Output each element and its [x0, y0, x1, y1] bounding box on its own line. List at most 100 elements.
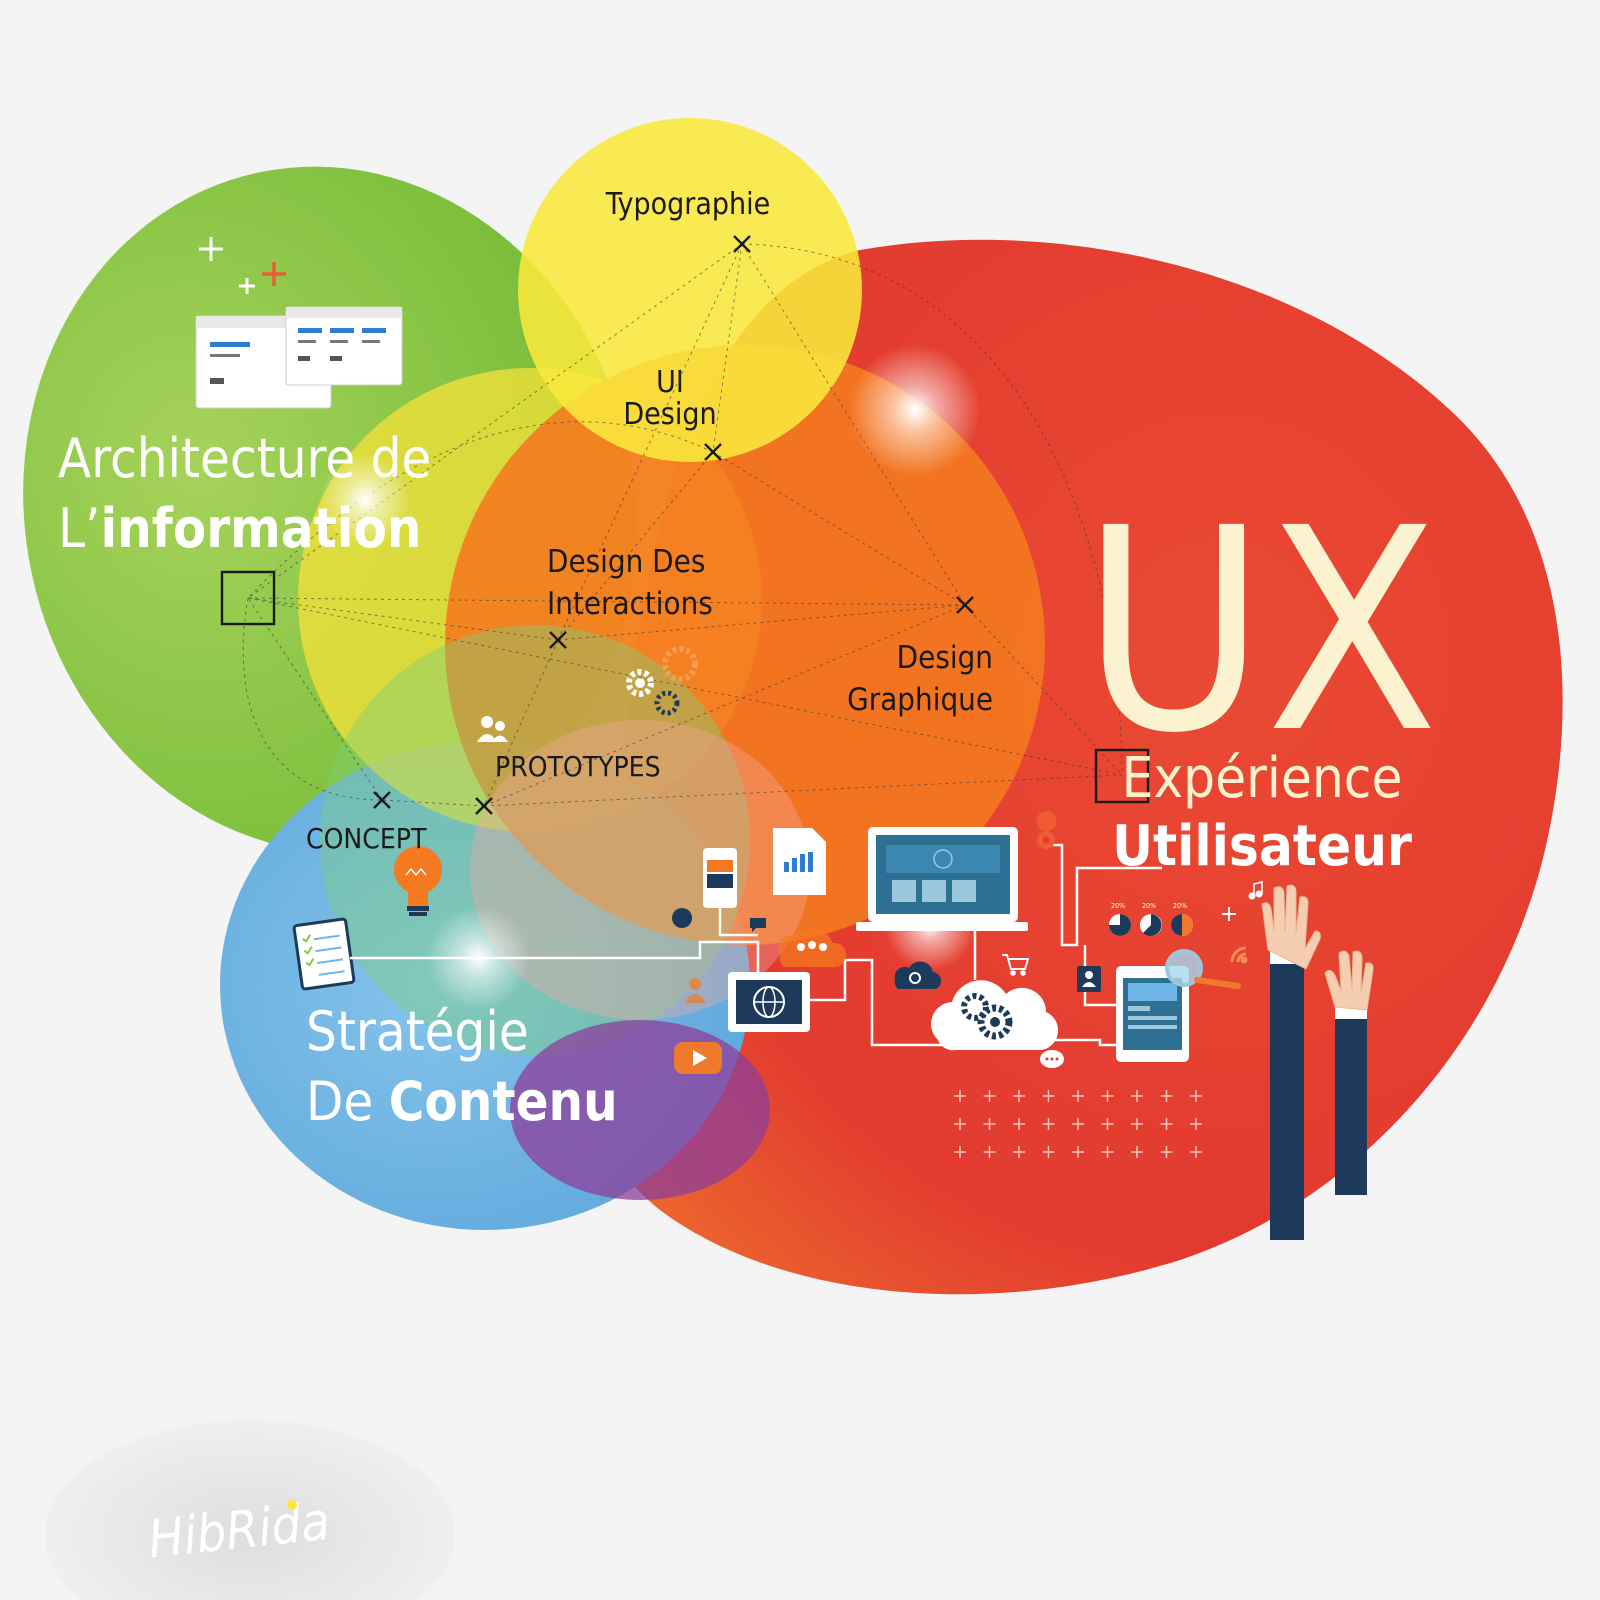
- ia-title-line2: L’information: [58, 497, 421, 560]
- label-interactions-line2: Interactions: [547, 586, 713, 622]
- plus-mark: [1042, 1118, 1055, 1130]
- ui-node-marker: [704, 443, 722, 461]
- label-typographie: Typographie: [605, 187, 771, 222]
- plus-mark: [1013, 1118, 1025, 1130]
- plus-mark: [1042, 1090, 1055, 1102]
- device-connection-lines: [350, 843, 1162, 1047]
- document-chart-icon: [773, 828, 826, 895]
- plus-pattern: [954, 1090, 1202, 1158]
- play-button-icon: [674, 1042, 722, 1074]
- pie-chart-icon: [1109, 914, 1131, 936]
- gear-icon: [654, 690, 680, 716]
- ia-square-node: [220, 570, 276, 626]
- gear-icon: [662, 646, 698, 682]
- shopping-cart-icon: [1002, 954, 1030, 976]
- logo-dot: [287, 1500, 297, 1510]
- plus-mark: [1190, 1118, 1202, 1130]
- pie-chart-label: 20%: [1111, 902, 1125, 910]
- plus-mark: [1160, 1090, 1173, 1102]
- concept-node-marker: [373, 791, 391, 809]
- plus-mark: [954, 1146, 966, 1158]
- plus-mark: [954, 1118, 966, 1130]
- raised-hands-icon: [1261, 884, 1374, 1240]
- cloud-gear-icon: [894, 961, 941, 989]
- plus-mark: [1101, 1090, 1114, 1102]
- plus-mark: [1042, 1146, 1055, 1158]
- pie-chart-label: 20%: [1173, 902, 1187, 910]
- label-ui-line1: UI: [656, 365, 684, 400]
- light-flare: [319, 454, 411, 546]
- plus-mark: [1101, 1146, 1114, 1158]
- ux-subtitle-line1: Expérience: [1122, 746, 1403, 811]
- tablet-icon: [1116, 966, 1189, 1062]
- label-concept: CONCEPT: [306, 822, 427, 855]
- plus-mark: [1013, 1090, 1025, 1102]
- label-prototypes: PROTOTYPES: [495, 750, 661, 783]
- user-card-icon: [1077, 966, 1101, 992]
- connection-network: [242, 243, 1123, 807]
- chat-bubble-icon: [1040, 1050, 1064, 1068]
- tablet-globe-icon: [728, 972, 810, 1032]
- plus-mark: [983, 1146, 996, 1158]
- plus-icon: [262, 262, 286, 286]
- music-note-icon: [1248, 880, 1263, 900]
- users-icon: [477, 716, 508, 742]
- plus-mark: [1131, 1146, 1143, 1158]
- cloud-users-icon: [778, 929, 847, 967]
- prototypes-node-marker: [475, 797, 493, 815]
- ux-square-node: [1094, 748, 1150, 804]
- lightbulb-icon: [394, 846, 442, 916]
- plus-mark: [1101, 1118, 1114, 1130]
- pie-chart-label: 20%: [1142, 902, 1156, 910]
- browser-window-icon: [285, 306, 403, 386]
- laptop-icon: [856, 827, 1028, 931]
- plus-mark: [983, 1090, 996, 1102]
- smartphone-icon: [703, 848, 737, 908]
- plus-icon: [1222, 907, 1236, 921]
- gear-icon: [626, 669, 654, 697]
- logo-backdrop: [45, 1420, 455, 1600]
- plus-mark: [1160, 1146, 1173, 1158]
- interactions-node-marker: [549, 631, 567, 649]
- location-pin-icon: [1036, 811, 1057, 850]
- cloud-gear-icon: [931, 980, 1059, 1051]
- ux-letters: UX: [1082, 469, 1439, 795]
- plus-mark: [1190, 1146, 1202, 1158]
- gear-icon: [635, 678, 645, 688]
- light-flare: [849, 344, 981, 476]
- node-markers: [220, 235, 1150, 815]
- plus-mark: [1131, 1118, 1143, 1130]
- pie-chart-icon: [1171, 914, 1193, 936]
- person-icon: [684, 978, 706, 1003]
- plus-mark: [1013, 1146, 1025, 1158]
- label-graphic-line2: Graphique: [847, 682, 993, 718]
- ux-subtitle-line2: Utilisateur: [1112, 814, 1412, 879]
- plus-mark: [1190, 1090, 1202, 1102]
- wifi-icon: [1230, 946, 1248, 964]
- plus-mark: [983, 1118, 996, 1130]
- plus-mark: [1160, 1118, 1173, 1130]
- plus-mark: [1072, 1118, 1084, 1130]
- content-title-line1: Stratégie: [306, 1000, 529, 1063]
- chat-bubble-icon: [750, 918, 766, 932]
- plus-mark: [1072, 1146, 1084, 1158]
- graphic-node-marker: [956, 596, 974, 614]
- content-title-line2: De Contenu: [306, 1070, 618, 1133]
- ia-title-line1: Architecture de: [58, 427, 431, 490]
- pie-chart-labels: 20% 20% 20%: [1111, 902, 1187, 910]
- label-interactions-line1: Design Des: [547, 544, 705, 580]
- globe-icon: [672, 908, 692, 928]
- label-ui-line2: Design: [623, 397, 716, 432]
- magnifier-icon: [1165, 949, 1241, 989]
- ux-heading: UX: [1082, 469, 1439, 795]
- plus-icon: [199, 237, 255, 294]
- prototypes-pink-overlap: [470, 720, 810, 1020]
- plus-mark: [1131, 1090, 1143, 1102]
- graphic-orange-circle: [445, 345, 1045, 945]
- label-graphic-line1: Design: [897, 640, 993, 676]
- typography-yellow-circle: [518, 118, 862, 462]
- clipboard-checklist-icon: [292, 917, 356, 991]
- plus-mark: [954, 1090, 966, 1102]
